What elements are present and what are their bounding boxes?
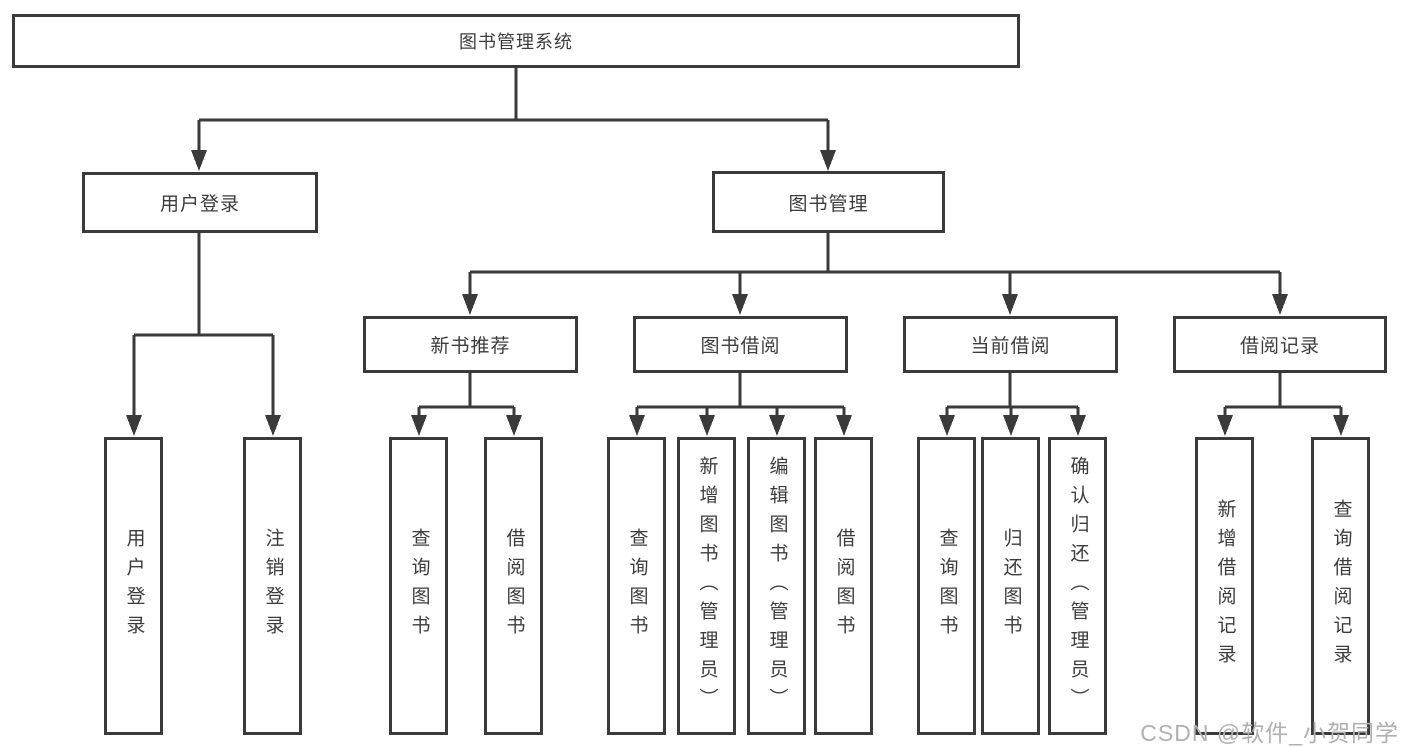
connector-borrow-records-subtree — [1217, 373, 1349, 436]
arrowhead-icon — [265, 415, 281, 436]
connector-user-login-subtree — [126, 233, 281, 436]
leaf-label: 用户登录 — [123, 528, 145, 644]
connector-new-books-subtree — [411, 373, 522, 436]
leaf-confirm-return-admin: 确认归还（管理员） — [1048, 437, 1107, 735]
leaf-label: 归还图书 — [1000, 528, 1022, 644]
arrowhead-icon — [820, 150, 836, 171]
leaf-add-books-admin: 新增图书（管理员） — [677, 437, 736, 735]
node-book-borrow: 图书借阅 — [633, 316, 848, 373]
leaf-label: 查询图书 — [626, 528, 648, 644]
leaf-label: 借阅图书 — [503, 528, 525, 644]
arrowhead-icon — [939, 415, 955, 436]
leaf-label: 查询借阅记录 — [1330, 499, 1352, 673]
node-current-borrow-label: 当前借阅 — [970, 336, 1051, 357]
node-current-borrow: 当前借阅 — [903, 316, 1118, 373]
leaf-label: 确认归还（管理员） — [1067, 455, 1089, 717]
leaf-label: 查询图书 — [936, 528, 958, 644]
leaf-label: 借阅图书 — [833, 528, 855, 644]
leaf-query-books-1: 查询图书 — [389, 437, 448, 735]
node-book-mgmt-label: 图书管理 — [788, 193, 869, 215]
leaf-borrow-books-1: 借阅图书 — [484, 437, 543, 735]
connector-book-borrow-subtree — [629, 373, 852, 436]
node-user-login: 用户登录 — [82, 172, 318, 233]
node-user-login-label: 用户登录 — [159, 194, 240, 215]
leaf-borrow-books-2: 借阅图书 — [814, 437, 873, 735]
leaf-label: 注销登录 — [262, 528, 284, 644]
leaf-label: 编辑图书（管理员） — [766, 455, 788, 717]
arrowhead-icon — [1272, 294, 1288, 315]
arrowhead-icon — [1002, 294, 1018, 315]
node-new-books: 新书推荐 — [363, 316, 578, 373]
leaf-return-books: 归还图书 — [981, 437, 1040, 735]
node-root: 图书管理系统 — [12, 14, 1020, 68]
arrowhead-icon — [699, 415, 715, 436]
leaf-add-borrow-record: 新增借阅记录 — [1195, 437, 1254, 735]
arrowhead-icon — [1003, 415, 1019, 436]
leaf-query-borrow-record: 查询借阅记录 — [1311, 437, 1370, 735]
node-book-borrow-label: 图书借阅 — [700, 336, 781, 357]
node-book-mgmt: 图书管理 — [712, 171, 945, 233]
leaf-query-books-2: 查询图书 — [607, 437, 666, 735]
arrowhead-icon — [836, 415, 852, 436]
arrowhead-icon — [191, 150, 207, 171]
leaf-edit-books-admin: 编辑图书（管理员） — [747, 437, 806, 735]
arrowhead-icon — [769, 415, 785, 436]
connector-root-to-level2 — [191, 68, 836, 171]
arrowhead-icon — [1070, 415, 1086, 436]
leaf-query-books-3: 查询图书 — [917, 437, 976, 735]
arrowhead-icon — [629, 415, 645, 436]
node-root-label: 图书管理系统 — [459, 32, 573, 52]
arrowhead-icon — [126, 415, 142, 436]
leaf-logout: 注销登录 — [243, 437, 302, 735]
node-new-books-label: 新书推荐 — [430, 336, 511, 357]
arrowhead-icon — [1333, 415, 1349, 436]
arrowhead-icon — [411, 415, 427, 436]
arrowhead-icon — [732, 294, 748, 315]
csdn-watermark: CSDN @软件_小贺同学 — [1140, 720, 1399, 746]
node-borrow-records-label: 借阅记录 — [1239, 336, 1320, 357]
node-borrow-records: 借阅记录 — [1173, 316, 1387, 373]
arrowhead-icon — [462, 294, 478, 315]
arrowhead-icon — [1217, 415, 1233, 436]
leaf-label: 查询图书 — [408, 528, 430, 644]
connector-book-mgmt-to-level3 — [462, 233, 1288, 315]
arrowhead-icon — [506, 415, 522, 436]
leaf-user-login: 用户登录 — [104, 437, 163, 735]
leaf-label: 新增借阅记录 — [1214, 499, 1236, 673]
leaf-label: 新增图书（管理员） — [696, 455, 718, 717]
connector-current-borrow-subtree — [939, 373, 1086, 436]
